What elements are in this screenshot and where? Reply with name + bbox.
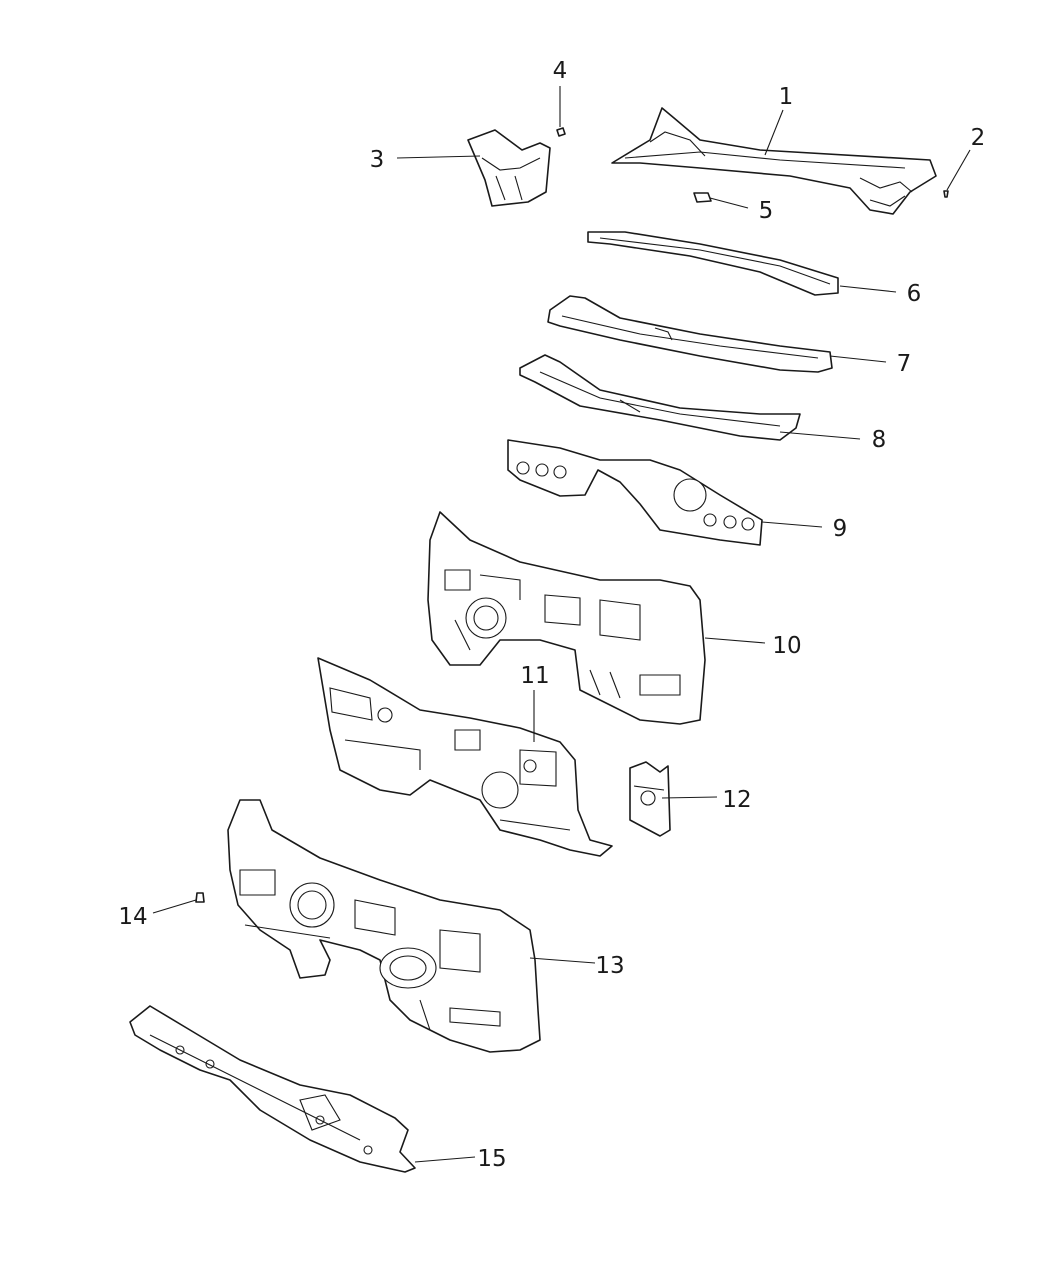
callout-labels: 1 2 3 4 5 6 7 8 9 10 11 12 13 14 15	[118, 58, 985, 1172]
part-2-screw[interactable]	[943, 190, 949, 198]
leader-12	[661, 796, 718, 799]
leader-14	[152, 899, 197, 914]
leader-7	[829, 355, 887, 363]
callout-15: 15	[477, 1146, 506, 1172]
callout-10: 10	[772, 633, 801, 659]
leader-9	[761, 521, 823, 528]
callout-7: 7	[897, 351, 912, 377]
part-5-clip[interactable]	[693, 192, 712, 203]
part-4-nut[interactable]	[556, 127, 566, 137]
callout-13: 13	[595, 953, 624, 979]
callout-5: 5	[759, 198, 774, 224]
part-10-dash-panel-silencer[interactable]	[427, 511, 706, 725]
part-12-dash-bracket[interactable]	[629, 761, 671, 837]
callout-12: 12	[722, 787, 751, 813]
callout-14: 14	[118, 904, 147, 930]
part-15-tunnel-reinforcement[interactable]	[129, 1005, 416, 1173]
callout-8: 8	[872, 427, 887, 453]
callout-2: 2	[971, 125, 986, 151]
part-1-cowl-top-panel[interactable]	[611, 107, 937, 215]
part-8-cowl-lower-panel[interactable]	[519, 354, 801, 441]
leader-10	[704, 637, 766, 644]
callout-1: 1	[779, 84, 794, 110]
callout-3: 3	[370, 147, 385, 173]
part-11-dash-panel[interactable]	[317, 657, 613, 857]
leader-8	[779, 431, 861, 440]
leader-13	[529, 957, 596, 964]
part-14-push-pin[interactable]	[195, 892, 205, 903]
callout-11: 11	[520, 663, 549, 689]
leader-6	[839, 285, 897, 293]
part-9-dash-upper-panel[interactable]	[507, 439, 763, 546]
leader-5	[709, 197, 749, 209]
callout-9: 9	[833, 516, 848, 542]
part-6-cowl-reinforcement[interactable]	[587, 231, 839, 296]
leader-2	[946, 149, 971, 191]
part-13-dash-insulator[interactable]	[227, 799, 541, 1053]
leader-lines	[152, 86, 971, 1163]
part-7-cowl-upper-panel[interactable]	[547, 295, 833, 373]
callout-6: 6	[907, 281, 922, 307]
leader-15	[414, 1156, 476, 1163]
leader-3	[396, 155, 481, 159]
leader-1	[764, 109, 784, 156]
callout-4: 4	[553, 58, 568, 84]
part-3-cowl-side-bracket[interactable]	[467, 129, 551, 207]
